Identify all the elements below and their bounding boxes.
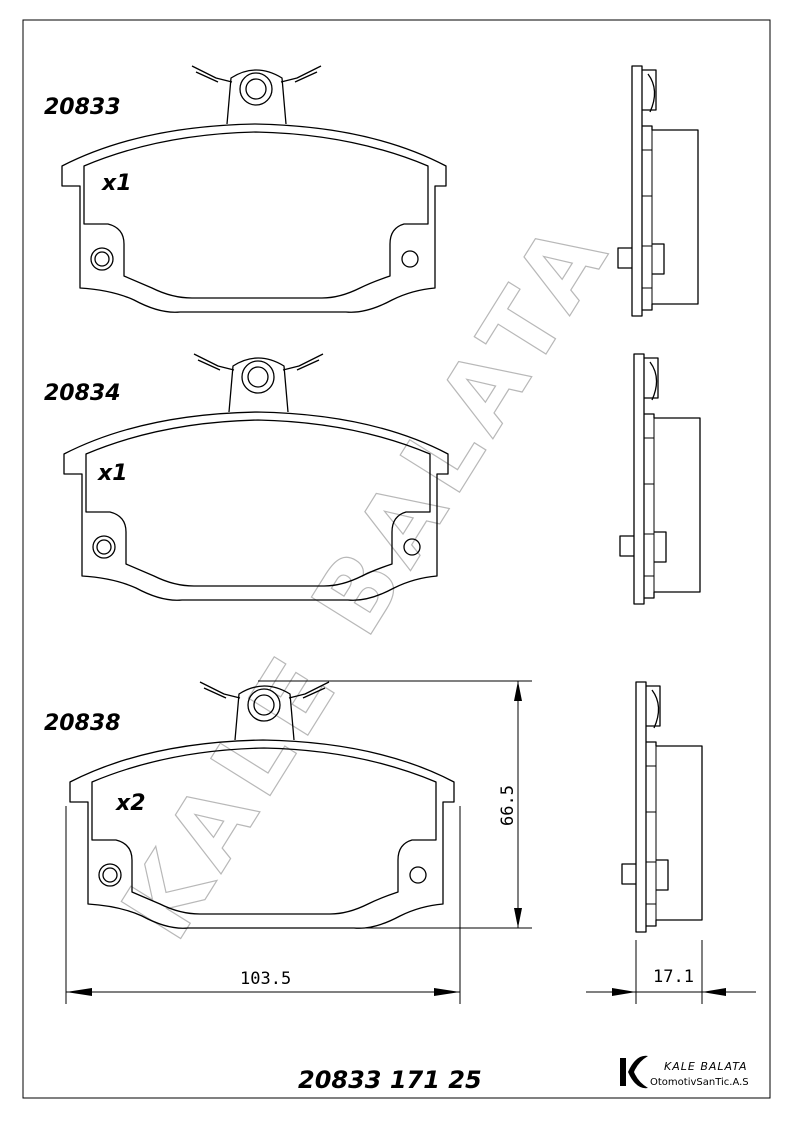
quantity-label: x1 [97, 461, 128, 486]
pad-side-view [621, 681, 703, 933]
drawing-frame [22, 19, 771, 1099]
height-dimension: 66.5 [258, 680, 532, 929]
part-number-20833: 20833 [44, 95, 121, 120]
thickness-dimension: 17.1 [586, 940, 756, 1004]
width-dimension: 103.5 [65, 806, 461, 1004]
product-code: 20833 171 25 [298, 1066, 482, 1094]
logo-name: KALE BALATA [664, 1060, 747, 1073]
logo-company: OtomotivSanTic.A.S [650, 1077, 749, 1088]
pad-20833: 20833 x1 [44, 65, 699, 317]
logo-mark-icon [620, 1055, 648, 1089]
pad-side-view [619, 353, 701, 605]
thickness-value: 17.1 [653, 967, 694, 987]
pad-20838: 20838 x2 [44, 681, 703, 933]
quantity-label: x2 [115, 791, 146, 816]
part-number-20834: 20834 [44, 381, 121, 406]
part-number-20838: 20838 [44, 711, 121, 736]
quantity-label: x1 [101, 171, 132, 196]
pad-side-view [617, 65, 699, 317]
width-value: 103.5 [240, 969, 291, 989]
logo: KALE BALATA OtomotivSanTic.A.S [620, 1055, 749, 1089]
height-value: 66.5 [498, 785, 518, 826]
pad-20834: 20834 x1 [44, 353, 701, 605]
